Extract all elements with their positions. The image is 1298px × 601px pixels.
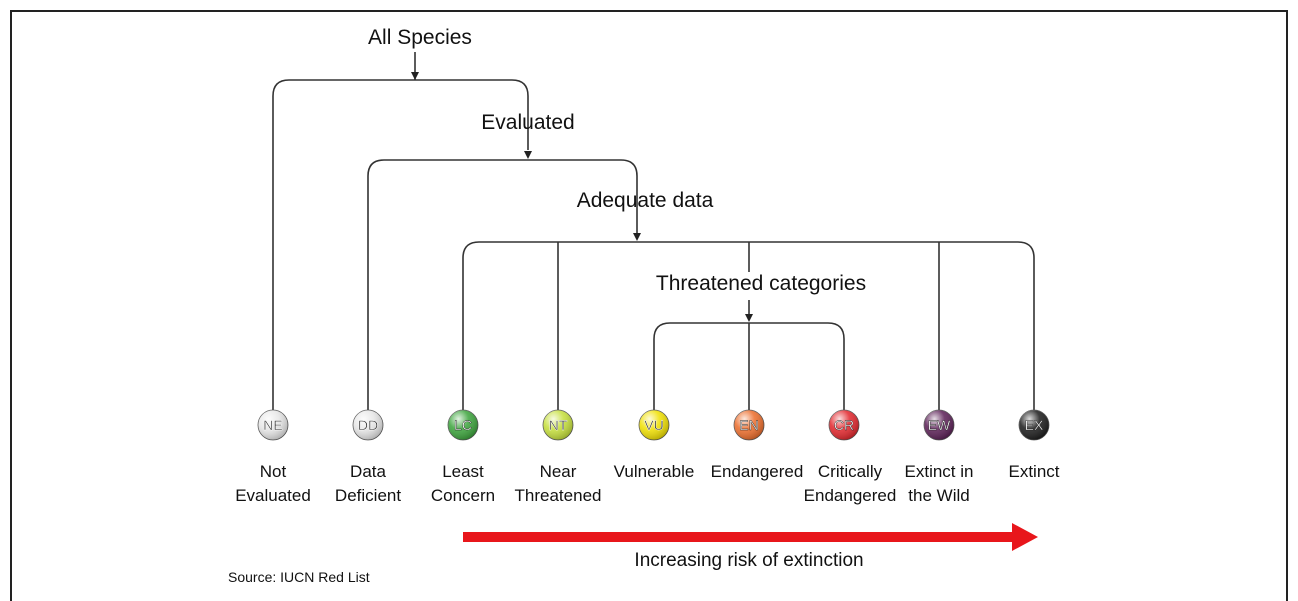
category-code-nt: NT: [549, 417, 568, 433]
risk-arrow: [463, 523, 1038, 551]
category-label-ex: Extinct: [1008, 460, 1059, 484]
category-circle-shine-ne: [258, 410, 288, 440]
heading-threatened-categories: Threatened categories: [655, 272, 867, 295]
source-note: Source: IUCN Red List: [228, 569, 370, 585]
category-code-vu: VU: [644, 417, 663, 433]
category-label-line2: Endangered: [803, 486, 897, 505]
hierarchy-lines: [272, 52, 1035, 410]
category-label-line2: the Wild: [908, 486, 970, 505]
category-code-dd: DD: [358, 417, 378, 433]
category-circle-shine-dd: [353, 410, 383, 440]
category-cr: CR: [828, 409, 860, 441]
category-label-en: Endangered: [711, 460, 804, 484]
category-label-line1: Data: [350, 462, 386, 481]
category-circle-shine-ew: [924, 410, 954, 440]
category-label-line2: Concern: [430, 486, 496, 505]
heading-adequate-data: Adequate data: [576, 189, 714, 212]
category-label-line1: Extinct in: [904, 462, 974, 481]
arrowhead-adequate-data: [633, 233, 641, 241]
heading-all-species: All Species: [368, 26, 472, 49]
category-label-line1: Endangered: [710, 462, 804, 481]
category-circle-shine-vu: [639, 410, 669, 440]
category-nt: NT: [542, 409, 574, 441]
category-lc: LC: [447, 409, 479, 441]
category-label-line1: Least: [442, 462, 484, 481]
category-code-en: EN: [739, 417, 758, 433]
category-label-ew: Extinct in the Wild: [905, 460, 974, 508]
category-en: EN: [733, 409, 765, 441]
category-vu: VU: [638, 409, 670, 441]
outer-frame: [10, 10, 1288, 601]
category-circle-shine-ex: [1019, 410, 1049, 440]
category-code-lc: LC: [454, 417, 472, 433]
category-label-vu: Vulnerable: [614, 460, 695, 484]
arrowheads: [411, 72, 753, 322]
arrowhead-threatened: [745, 314, 753, 322]
category-circle-shine-nt: [543, 410, 573, 440]
risk-arrow-head: [1012, 523, 1038, 551]
category-label-line1: Not: [259, 462, 287, 481]
category-label-line2: Threatened: [514, 486, 602, 505]
category-circles: NE DD LC NT VU EN CR EW EX: [257, 409, 1050, 441]
category-label-line2: Deficient: [334, 486, 402, 505]
arrowhead-evaluated: [524, 151, 532, 159]
category-dd: DD: [352, 409, 384, 441]
bracket-evaluated: [367, 159, 638, 410]
heading-evaluated: Evaluated: [481, 111, 575, 134]
category-label-line1: Near: [539, 462, 577, 481]
category-code-ex: EX: [1025, 417, 1044, 433]
category-circle-shine-lc: [448, 410, 478, 440]
category-ex: EX: [1018, 409, 1050, 441]
category-ne: NE: [257, 409, 289, 441]
arrowhead-all-species: [411, 72, 419, 80]
risk-arrow-label: Increasing risk of extinction: [634, 550, 864, 571]
category-label-line2: Evaluated: [235, 486, 311, 505]
category-code-ne: NE: [263, 417, 282, 433]
category-label-line1: Vulnerable: [613, 462, 695, 481]
category-circle-shine-en: [734, 410, 764, 440]
bracket-all-species: [272, 79, 529, 410]
category-code-ew: EW: [928, 417, 951, 433]
category-label-line1: Critically: [817, 462, 883, 481]
category-code-cr: CR: [834, 417, 854, 433]
risk-arrow-shaft: [463, 532, 1013, 542]
category-ew: EW: [923, 409, 955, 441]
category-circle-shine-cr: [829, 410, 859, 440]
category-label-line1: Extinct: [1008, 462, 1060, 481]
